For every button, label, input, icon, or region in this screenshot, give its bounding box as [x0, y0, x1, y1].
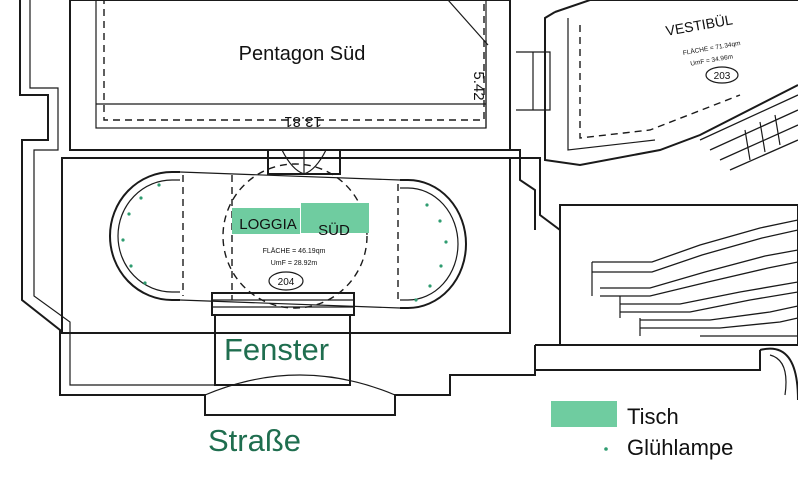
lamp: [129, 264, 133, 268]
outer-wall-left-inner: [29, 0, 215, 386]
loggia-top-edge: [179, 171, 401, 181]
loggia-balustrade: [211, 292, 355, 316]
pentagon-dim-horizontal-label: 13.81: [284, 113, 322, 130]
lamp: [157, 183, 161, 187]
lamp: [439, 264, 443, 268]
vestibul-umf-label: UmF = 34.96m: [690, 53, 734, 67]
pentagon-diagonal: [447, 0, 489, 46]
loggia-right-apse: [400, 179, 467, 309]
pentagon-room-dashed: [103, 0, 485, 121]
bay-window-wall: [214, 315, 351, 386]
loggia-number: 204: [278, 277, 295, 288]
loggia-label-word2: SÜD: [318, 221, 350, 239]
connector-wall: [509, 0, 536, 230]
outer-wall-bottom-right: [534, 345, 761, 371]
legend-table-swatch: [551, 401, 617, 427]
loggia-label-word1: LOGGIA: [239, 216, 297, 233]
pentagon-dim-vertical-label: 5.42: [470, 71, 487, 100]
pentagon-room-label: Pentagon Süd: [239, 43, 366, 65]
vestibul-label: VESTIBÜL: [664, 10, 734, 39]
loggia-outer-rect: [61, 157, 511, 334]
table-right: [301, 203, 369, 233]
outer-wall-left: [19, 0, 536, 416]
loggia-umf-label: UmF = 28.92m: [271, 260, 318, 267]
loggia-number-badge: [268, 271, 304, 291]
vestibul-number-badge: [705, 66, 739, 84]
lamp: [414, 298, 418, 302]
fenster-annotation: Fenster: [224, 332, 329, 367]
lamp: [127, 212, 131, 216]
bay-window-curve: [204, 374, 396, 396]
vestibul-number: 203: [714, 71, 731, 82]
diagonal-steps: [699, 94, 798, 171]
staircase: [559, 204, 798, 401]
right-block-wall: [510, 157, 561, 346]
legend: Tisch Glühlampe: [551, 401, 733, 460]
lamp: [143, 281, 147, 285]
loggia-bottom-edge: [179, 299, 401, 309]
legend-lamp-dot: [604, 447, 608, 451]
loggia-dashed-circle: [222, 163, 368, 309]
legend-lamp-label: Glühlampe: [627, 435, 733, 460]
table-left: [232, 208, 300, 234]
vestibul-inner-wall: [567, 18, 656, 151]
lamp: [121, 238, 125, 242]
door-swing: [281, 149, 327, 175]
loggia-right-apse-inner: [400, 187, 459, 301]
lamp: [438, 219, 442, 223]
legend-table-label: Tisch: [627, 404, 679, 429]
loggia-left-apse-inner: [117, 179, 180, 293]
lamp: [425, 203, 429, 207]
lamp: [444, 240, 448, 244]
vestibul-outer-wall: [544, 0, 798, 167]
loggia-left-apse: [109, 171, 180, 301]
strasse-annotation: Straße: [208, 423, 301, 458]
lamps: [121, 183, 448, 302]
lamp: [139, 196, 143, 200]
lamp: [428, 284, 432, 288]
vestibul-dashed: [579, 25, 741, 139]
loggia-area-label: FLÄCHE = 46.19qm: [263, 247, 326, 255]
